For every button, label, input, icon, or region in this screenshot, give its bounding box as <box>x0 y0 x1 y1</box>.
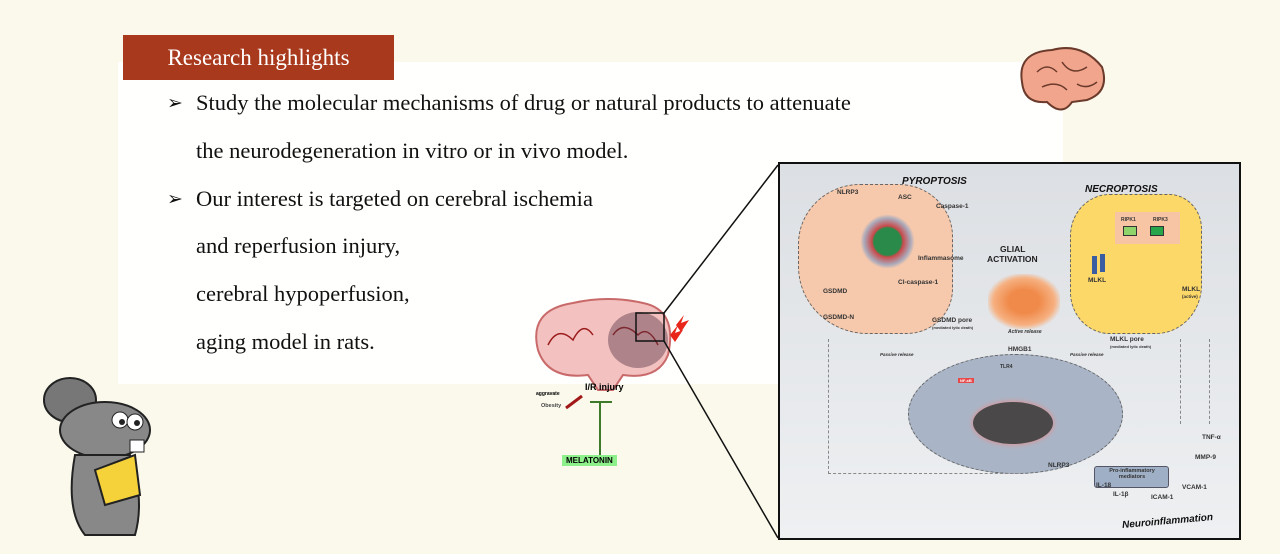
bullet-text: aging model in rats. <box>196 329 375 354</box>
dashed-path <box>828 339 1018 474</box>
brain-section-illustration <box>535 298 689 391</box>
mmp9-label: MMP-9 <box>1195 454 1216 461</box>
necroptosis-label: NECROPTOSIS <box>1085 184 1158 195</box>
il18-label: IL-18 <box>1096 482 1112 489</box>
section-title: Research highlights <box>123 35 394 80</box>
nucleus <box>973 402 1053 444</box>
mouse-cheese-clipart-icon <box>43 377 151 536</box>
lytic-label: (mediated lytic death) <box>1110 344 1152 349</box>
bullet-text: and reperfusion injury, <box>196 233 401 258</box>
mlkl-pore-label: MLKL pore <box>1110 336 1144 343</box>
glial-cells-icon <box>988 274 1060 329</box>
neuroinflammation-label: Neuroinflammation <box>1121 512 1214 531</box>
neuroinflammation-diagram: PYROPTOSIS NLRP3 ASC Caspase-1 Inflammas… <box>778 162 1241 540</box>
nlrp3-label: NLRP3 <box>837 189 859 196</box>
lytic-label: (mediated lytic death) <box>932 325 974 330</box>
dashed-path <box>1180 339 1210 424</box>
icam-label: ICAM-1 <box>1151 494 1174 501</box>
ripk1-label: RIPK1 <box>1121 217 1136 223</box>
inflammasome-icon <box>860 214 915 269</box>
bullet-text: cerebral hypoperfusion, <box>196 281 410 306</box>
pro-inflammatory-label: Pro-inflammatory mediators <box>1109 468 1155 480</box>
mlkl-active-label: MLKL <box>1182 286 1201 293</box>
brain-clipart-icon <box>1020 47 1106 111</box>
active-release-label: Active release <box>1008 329 1042 335</box>
caspase1-label: Caspase-1 <box>936 203 969 210</box>
gsdmd-label: GSDMD <box>823 288 848 295</box>
pro-inflammatory-box <box>1094 466 1169 488</box>
bullet-text: the neurodegeneration in vitro or in viv… <box>196 138 629 163</box>
pyroptosis-label: PYROPTOSIS <box>902 176 967 187</box>
passive-release-label: Passive release <box>880 352 914 357</box>
glial-label: GLIAL <box>1000 244 1026 254</box>
passive-release-label: Passive release <box>1070 352 1104 357</box>
tnf-label: TNF-α <box>1202 434 1221 441</box>
bullet-marker: ➢ <box>167 189 183 210</box>
nlrp3-label: NLRP3 <box>1048 462 1070 469</box>
melatonin-label: MELATONIN <box>562 455 617 466</box>
bullet-text: Study the molecular mechanisms of drug o… <box>196 90 851 115</box>
cl-caspase-label: Cl-caspase-1 <box>898 279 939 286</box>
active-label: (active) <box>1182 294 1198 299</box>
inflammasome-label: Inflammasome <box>918 255 964 262</box>
bullet-marker: ➢ <box>167 93 183 114</box>
mlkl-label: MLKL <box>1088 277 1107 284</box>
nfkb-label: NF-κB <box>958 378 974 383</box>
vcam-label: VCAM-1 <box>1182 484 1207 491</box>
ripk3-label: RIPK3 <box>1153 217 1168 223</box>
gsdmd-pore-label: GSDMD pore <box>932 317 973 324</box>
ir-injury-label: I/R injury <box>585 382 624 392</box>
asc-label: ASC <box>898 194 912 201</box>
gsdmd-n-label: GSDMD-N <box>823 314 855 321</box>
bullet-text: Our interest is targeted on cerebral isc… <box>196 186 593 211</box>
il1b-label: IL-1β <box>1113 491 1129 498</box>
hmgb1-label: HMGB1 <box>1008 346 1032 353</box>
activation-label: ACTIVATION <box>987 254 1038 264</box>
aggravate-label: aggravate <box>536 391 560 397</box>
obesity-label: Obesity <box>541 403 562 409</box>
tlr4-label: TLR4 <box>1000 364 1013 370</box>
